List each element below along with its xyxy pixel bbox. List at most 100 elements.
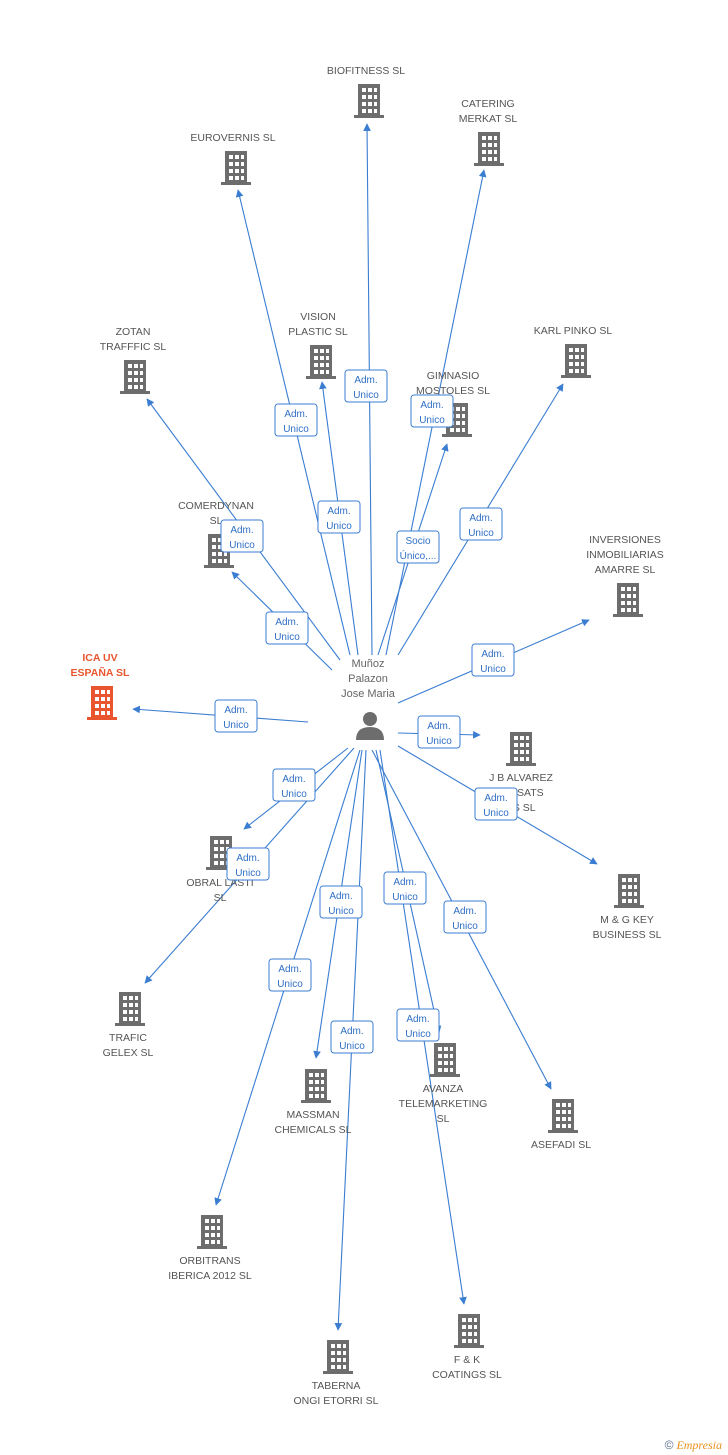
- building-icon: [613, 583, 643, 617]
- edge-label-mgkey[interactable]: Adm.Unico: [474, 787, 518, 821]
- edge-label-text: Unico: [326, 521, 352, 532]
- company-node-trafic[interactable]: TRAFIC GELEX SL: [103, 992, 154, 1059]
- edge-label-asefadi[interactable]: Adm.Unico: [443, 900, 487, 934]
- edge-label-text: Adm.: [230, 525, 253, 536]
- company-node-orbitrans[interactable]: ORBITRANS IBERICA 2012 SL: [168, 1215, 252, 1282]
- edge-label-eurovernis[interactable]: Adm.Unico: [274, 403, 318, 437]
- edge-label-catering[interactable]: SocioÚnico,...: [396, 530, 440, 564]
- copyright-symbol: ©: [664, 1438, 674, 1452]
- company-label: MASSMAN: [286, 1109, 339, 1121]
- edge-label-zotan[interactable]: Adm. Unico: [220, 519, 264, 553]
- edge-label-box: [459, 507, 503, 541]
- edge-label-text: Adm.: [327, 506, 350, 517]
- company-node-inversiones[interactable]: INVERSIONES INMOBILIARIAS AMARRE SL: [586, 534, 664, 617]
- edge-label-box: [443, 900, 487, 934]
- company-label: MOSTOLES SL: [416, 385, 490, 397]
- edge-label-text: Unico: [229, 540, 255, 551]
- edge-label-text: Unico: [405, 1029, 431, 1040]
- edge-label-box: [471, 643, 515, 677]
- center-person-node[interactable]: Muñoz Palazon Jose Maria: [341, 658, 396, 740]
- company-label: ONGI ETORRI SL: [294, 1395, 379, 1407]
- company-node-eurovernis[interactable]: EUROVERNIS SL: [190, 132, 276, 185]
- person-name-line-2: Palazon: [348, 673, 388, 685]
- footer-brand: © Empresia: [665, 1438, 722, 1453]
- building-icon: [354, 84, 384, 118]
- edge-label-text: Adm.: [329, 891, 352, 902]
- company-label: BIOFITNESS SL: [327, 65, 405, 77]
- edge-label-karlpinko[interactable]: Adm.Unico: [459, 507, 503, 541]
- edge-label-box: [396, 530, 440, 564]
- company-node-avanza[interactable]: AVANZA TELEMARKETING SL: [399, 1043, 488, 1125]
- edge-label-box: [265, 611, 309, 645]
- company-label: CHEMICALS SL: [274, 1124, 351, 1136]
- company-label: GIMNASIO: [427, 370, 480, 382]
- company-label: SL: [437, 1113, 450, 1125]
- edge-label-comerdynan[interactable]: Adm.Unico: [265, 611, 309, 645]
- edge-label-vision[interactable]: Adm. Unico: [317, 500, 361, 534]
- edge-label-jbalvarez[interactable]: Adm.Unico: [417, 715, 461, 749]
- edge-label-orbitrans[interactable]: Adm.Unico: [268, 958, 312, 992]
- company-label: AVANZA: [423, 1083, 463, 1095]
- edge-label-avanza[interactable]: Adm. Unico: [383, 871, 427, 905]
- edge-label-taberna[interactable]: Adm.Unico: [330, 1020, 374, 1054]
- edge-label-biofitness[interactable]: Adm.Unico: [344, 369, 388, 403]
- edge-label-box: [226, 847, 270, 881]
- edge-label-icauv[interactable]: Adm.Unico: [214, 699, 258, 733]
- edge-label-box: [474, 787, 518, 821]
- building-icon: [197, 1215, 227, 1249]
- edge-label-obral[interactable]: Adm.Unico: [272, 768, 316, 802]
- company-label: CATERING: [461, 98, 514, 110]
- company-node-karlpinko[interactable]: KARL PINKO SL: [534, 325, 613, 378]
- company-label: TRAFFFIC SL: [100, 341, 167, 353]
- edge-label-box: [330, 1020, 374, 1054]
- company-label: IBERICA 2012 SL: [168, 1270, 252, 1282]
- edge-label-trafic[interactable]: Adm.Unico: [226, 847, 270, 881]
- building-icon: [430, 1043, 460, 1077]
- edge-label-text: Adm.: [236, 853, 259, 864]
- building-icon: [506, 732, 536, 766]
- building-icon: [323, 1340, 353, 1374]
- edge-label-box: [383, 871, 427, 905]
- company-label: INVERSIONES: [589, 534, 661, 546]
- building-icon: [87, 686, 117, 720]
- company-label: ORBITRANS: [179, 1255, 240, 1267]
- edge-label-massman[interactable]: Adm.Unico: [319, 885, 363, 919]
- edge-label-text: Unico: [419, 415, 445, 426]
- edge-label-text: Adm.: [278, 964, 301, 975]
- edge-label-text: Adm.: [484, 793, 507, 804]
- edge-label-text: Adm.: [393, 877, 416, 888]
- edge-label-box: [417, 715, 461, 749]
- edge-label-box: [396, 1008, 440, 1042]
- company-label: AMARRE SL: [595, 564, 656, 576]
- edge-label-text: Unico: [392, 892, 418, 903]
- company-label: COATINGS SL: [432, 1369, 502, 1381]
- building-icon: [474, 132, 504, 166]
- edge-label-text: Adm.: [282, 774, 305, 785]
- edge-label-gimnasio[interactable]: Adm.Unico: [410, 394, 454, 428]
- company-label: TELEMARKETING: [399, 1098, 488, 1110]
- company-node-gimnasio[interactable]: GIMNASIO MOSTOLES SL: [416, 370, 490, 437]
- company-node-asefadi[interactable]: ASEFADI SL: [531, 1099, 591, 1151]
- company-label: TRAFIC: [109, 1032, 147, 1044]
- company-label: INMOBILIARIAS: [586, 549, 664, 561]
- edge-label-inversiones[interactable]: Adm.Unico: [471, 643, 515, 677]
- company-label: VISION: [300, 311, 336, 323]
- company-node-biofitness[interactable]: BIOFITNESS SL: [327, 65, 405, 118]
- company-node-massman[interactable]: MASSMAN CHEMICALS SL: [274, 1069, 352, 1136]
- person-name-line-1: Muñoz: [351, 658, 384, 670]
- edge-label-text: Adm.: [453, 906, 476, 917]
- company-label: GELEX SL: [103, 1047, 154, 1059]
- person-name-line-3: Jose Maria: [341, 688, 396, 700]
- edge-label-fk[interactable]: Adm.Unico: [396, 1008, 440, 1042]
- edge-label-text: Unico: [480, 664, 506, 675]
- company-label: M & G KEY: [600, 914, 654, 926]
- company-label: EUROVERNIS SL: [190, 132, 275, 144]
